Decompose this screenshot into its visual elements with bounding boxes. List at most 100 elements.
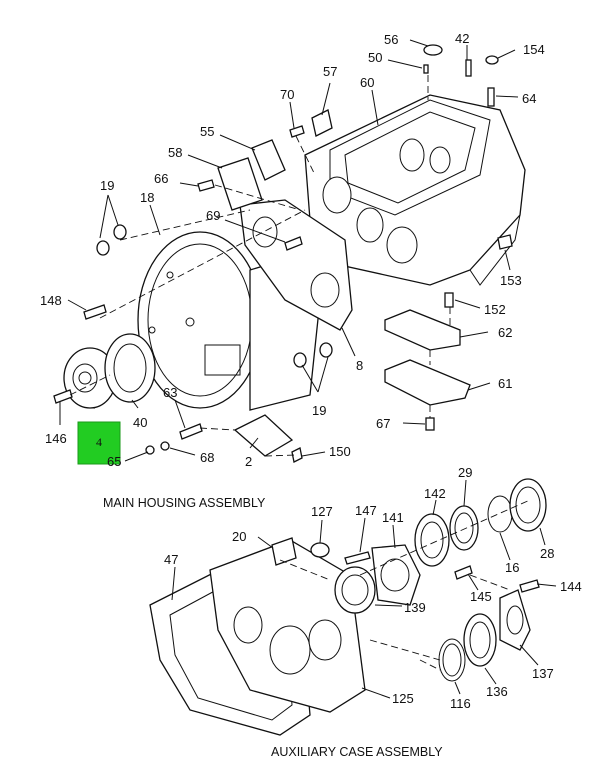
callout-29: 29 [458,465,472,480]
assembly-line [295,135,316,176]
callout-150: 150 [329,444,351,459]
callout-61: 61 [498,376,512,391]
breather-152 [444,292,454,308]
plate-2 [233,414,294,457]
callout-42: 42 [455,31,469,46]
bolt-70 [289,125,305,138]
callout-56: 56 [384,32,398,47]
seal-142 [414,513,450,567]
callout-8: 8 [356,358,363,373]
assembly-line [119,209,251,241]
bolt-66 [197,179,215,192]
callout-19b: 19 [312,403,326,418]
pin-50 [423,64,429,74]
callout-18: 18 [140,190,154,205]
cover-58 [217,157,263,211]
callout-152: 152 [484,302,506,317]
plate-61 [384,359,471,406]
callout-148: 148 [40,293,62,308]
callout-67: 67 [376,416,390,431]
callout-66: 66 [154,171,168,186]
plug-67 [425,417,435,431]
cover-gasket [104,333,156,403]
callout-28: 28 [540,546,554,561]
caption-aux-case: AUXILIARY CASE ASSEMBLY [271,745,443,759]
callout-68: 68 [200,450,214,465]
callout-69: 69 [206,208,220,223]
assembly-line [264,454,296,457]
bolt-145 [454,565,473,580]
callout-145: 145 [470,589,492,604]
highlight-label: 4 [96,435,102,449]
callout-154: 154 [523,42,545,57]
aux-bore [233,606,263,644]
housing-141 [371,544,421,606]
callout-20: 20 [232,529,246,544]
callout-58: 58 [168,145,182,160]
bolt-146 [53,389,73,404]
callout-116: 116 [450,696,471,711]
callout-57: 57 [323,64,337,79]
bolt-147 [344,551,371,565]
dowel-19b [113,224,127,240]
callout-16: 16 [505,560,519,575]
bolt-150 [291,447,303,463]
bolt-148 [83,304,107,320]
callout-141: 141 [382,510,404,525]
leader-lines-lower [171,479,557,699]
dowel-19a [96,240,110,256]
aux-bore [308,619,342,661]
assembly-line [469,574,511,591]
callout-55: 55 [200,124,214,139]
gasket-hole [310,272,340,308]
callout-19a: 19 [100,178,114,193]
gear-28 [509,478,547,532]
callout-70: 70 [280,87,294,102]
plug-56 [423,44,443,56]
bracket-20 [271,537,297,566]
callout-137: 137 [532,666,554,681]
callout-147: 147 [355,503,377,518]
bearing-cover [63,347,117,409]
caption-main-housing: MAIN HOUSING ASSEMBLY [103,496,266,510]
stud-63 [179,423,203,440]
highlight-box[interactable] [77,421,121,465]
spring-64 [487,87,495,107]
assembly-line [199,427,236,431]
callout-65: 65 [107,454,121,469]
aux-bore [269,625,311,675]
callout-136: 136 [486,684,508,699]
cover-55 [251,139,286,181]
callout-139: 139 [404,600,426,615]
pin-42 [465,59,472,77]
bolt-69 [284,236,303,251]
assembly-line [359,499,531,576]
dowel-19c [293,352,307,368]
callout-64: 64 [522,91,536,106]
leader-lines-upper [59,39,519,462]
clutch-housing [137,231,321,411]
assembly-line [419,659,441,671]
callout-63: 63 [163,385,177,400]
callout-60: 60 [360,75,374,90]
plug-154 [485,55,499,65]
gasket-136 [463,613,497,667]
gasket-hole [252,216,278,248]
bolt-144 [519,579,540,593]
plug-153 [497,234,513,250]
assembly-line [69,374,111,396]
plate-62 [384,309,461,351]
dowel-19d [319,342,333,358]
cover-137 [499,589,531,651]
callout-2: 2 [245,454,252,469]
callout-40: 40 [133,415,147,430]
main-case [304,94,526,286]
callout-127: 127 [311,504,333,519]
callout-144: 144 [560,579,582,594]
callout-50: 50 [368,50,382,65]
callout-125: 125 [392,691,414,706]
callout-142: 142 [424,486,446,501]
assembly-line [214,184,301,211]
callout-47: 47 [164,552,178,567]
